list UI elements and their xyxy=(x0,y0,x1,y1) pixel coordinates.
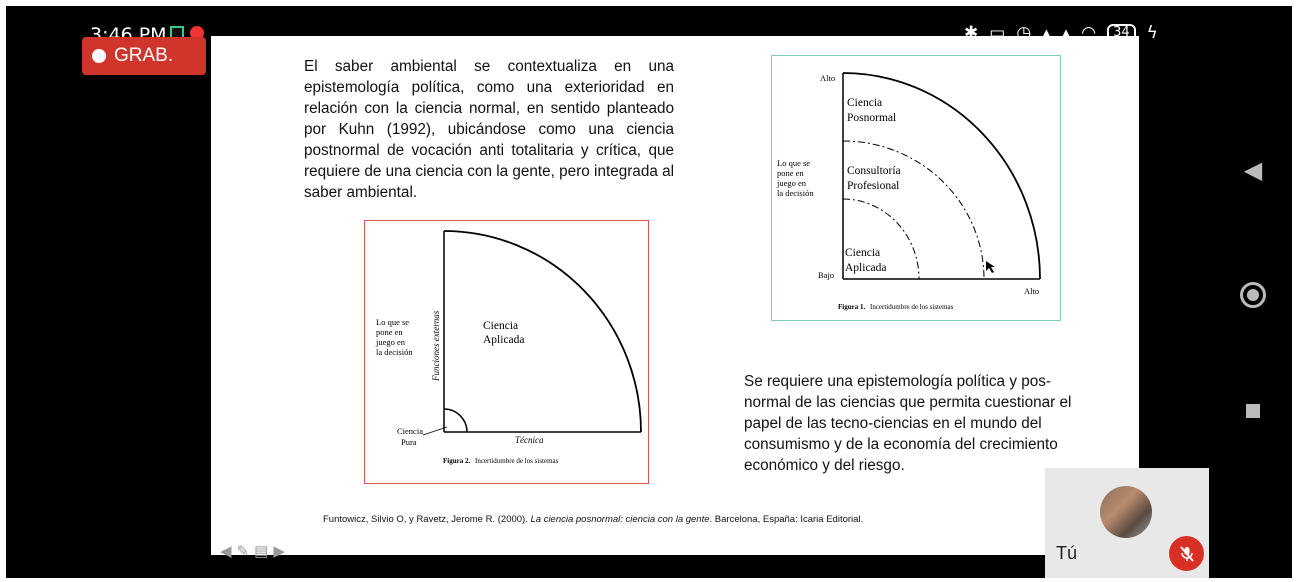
fig2-corner-1: Ciencia xyxy=(397,426,423,436)
mic-off-icon xyxy=(1179,545,1194,562)
fig1-y-label-3: juego en xyxy=(776,178,807,188)
fig1-zone-outer-1: Ciencia xyxy=(847,97,882,109)
reference-authors: Funtowicz, Silvio O, y Ravetz, Jerome R.… xyxy=(323,514,531,525)
fig2-x-axis-title: Técnica xyxy=(515,435,544,445)
reference-title: La ciencia posnormal: ciencia con la gen… xyxy=(530,514,710,525)
fig2-y-label-3: juego en xyxy=(375,337,406,347)
fig2-corner-arc xyxy=(443,408,468,433)
fig1-y-label-4: la decisión xyxy=(777,188,814,198)
chat-icon xyxy=(190,26,204,40)
fig2-outer-arc xyxy=(443,230,642,433)
recording-dot-icon xyxy=(92,49,106,63)
slides-icon[interactable]: ▤ xyxy=(254,543,269,560)
fig2-caption-text: Incertidumbre de los sistemas xyxy=(475,457,559,465)
fig2-zone-2: Aplicada xyxy=(483,334,525,346)
fig1-caption: Figura 1. Incertidumbre de los sistemas xyxy=(838,303,954,311)
fig1-caption-bold: Figura 1. xyxy=(838,303,865,311)
fig2-caption: Figura 2. Incertidumbre de los sistemas xyxy=(443,457,559,465)
recents-button[interactable] xyxy=(1236,404,1270,418)
figure-2-diagram: Lo que se pone en juego en la decisión C… xyxy=(375,230,642,465)
fig1-zone-inner-1: Ciencia xyxy=(845,247,880,259)
fig1-y-label-1: Lo que se xyxy=(777,158,810,168)
slide-toolbar: ◀ ✎ ▤ ▶ xyxy=(220,542,285,560)
slide-paragraph-1: El saber ambiental se contextualiza en u… xyxy=(304,58,674,201)
recording-label: GRAB. xyxy=(114,45,174,66)
fig1-zone-inner-2: Aplicada xyxy=(845,262,887,274)
home-button[interactable] xyxy=(1236,282,1270,308)
fig1-zone-middle-2: Profesional xyxy=(847,180,899,192)
home-icon xyxy=(1240,282,1266,308)
arrow-right-icon[interactable]: ▶ xyxy=(273,543,285,560)
fig2-corner-2: Pura xyxy=(401,437,417,447)
figure-1: Alto Bajo Alto Lo que se pone en juego e… xyxy=(771,55,1061,321)
figure-2: Lo que se pone en juego en la decisión C… xyxy=(364,220,649,484)
fig1-zone-outer-2: Posnormal xyxy=(847,112,896,124)
fig1-outer-arc xyxy=(842,72,1041,280)
figure-1-diagram: Alto Bajo Alto Lo que se pone en juego e… xyxy=(776,72,1041,311)
fig2-y-axis-title: Funciones externas xyxy=(431,310,441,382)
fig2-y-label-1: Lo que se xyxy=(376,317,409,327)
fig1-inner-arc xyxy=(842,198,920,280)
self-view-tile[interactable]: Tú xyxy=(1045,468,1209,578)
mouse-cursor-icon xyxy=(986,261,995,273)
charging-icon: ϟ xyxy=(1146,23,1158,43)
presentation-slide: El saber ambiental se contextualiza en u… xyxy=(211,36,1139,560)
signal-icon: ▴ xyxy=(1042,23,1051,43)
back-icon: ◀ xyxy=(1243,157,1263,184)
fig2-caption-bold: Figura 2. xyxy=(443,457,470,465)
fig1-y-bottom: Bajo xyxy=(818,270,834,280)
recents-icon xyxy=(1246,404,1260,418)
slide-paragraph-2: Se requiere una epistemología política y… xyxy=(744,373,1072,474)
mic-off-button[interactable] xyxy=(1169,536,1204,571)
pen-icon[interactable]: ✎ xyxy=(236,543,250,560)
signal-2-icon: ▴ xyxy=(1061,23,1071,43)
arrow-left-icon[interactable]: ◀ xyxy=(220,543,232,560)
phone-screen: 3:46 PM GRAB. ✱ ▭ ◷ ▴ ▴ ◠ 34 ϟ El saber … xyxy=(6,6,1292,578)
reference-rest: . Barcelona, España: Icaria Editorial. xyxy=(709,514,864,525)
fig1-caption-text: Incertidumbre de los sistemas xyxy=(870,303,954,311)
fig2-y-label-2: pone en xyxy=(376,327,403,337)
fig2-y-label-4: la decisión xyxy=(376,347,413,357)
fig1-y-top: Alto xyxy=(820,73,835,83)
fig1-middle-arc xyxy=(842,140,985,280)
fig2-pointer xyxy=(422,426,448,436)
self-label: Tú xyxy=(1056,543,1078,563)
fig1-y-label-2: pone en xyxy=(777,168,804,178)
recording-badge[interactable]: GRAB. xyxy=(82,37,206,75)
back-button[interactable]: ◀ xyxy=(1236,156,1270,185)
avatar xyxy=(1100,486,1152,538)
slide-reference: Funtowicz, Silvio O, y Ravetz, Jerome R.… xyxy=(323,514,863,525)
fig1-x-right: Alto xyxy=(1024,286,1039,296)
fig2-zone-1: Ciencia xyxy=(483,320,518,332)
fig1-zone-middle-1: Consultoría xyxy=(847,165,901,177)
